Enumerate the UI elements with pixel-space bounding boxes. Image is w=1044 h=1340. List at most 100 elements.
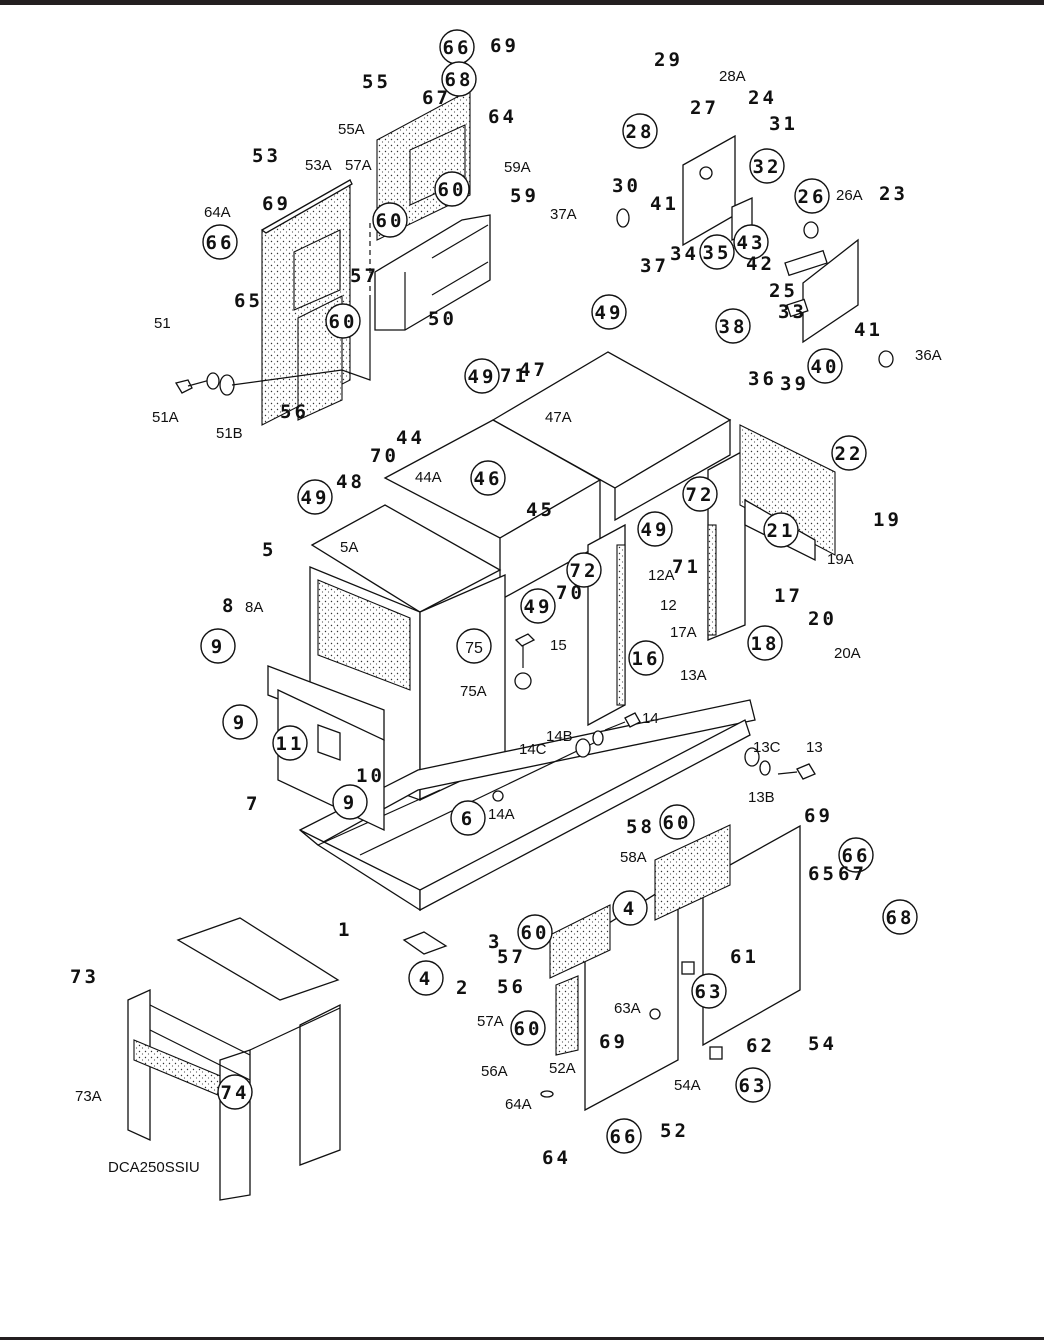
callout-label: 74 [221,1082,250,1104]
callout-label: 56 [280,401,309,423]
callout-47: 47 [519,359,548,381]
callout-label: 1 [338,919,352,941]
callout-60: 60 [510,1010,546,1046]
callout-circle [794,178,830,214]
plate-2 [402,931,448,955]
callout-label: 60 [376,210,405,232]
callout-47a: 47A [545,409,572,426]
callout-circle [749,148,785,184]
door-panel-53-edge [260,179,353,234]
callout-18: 18 [747,625,783,661]
callout-27: 27 [690,97,716,119]
callout-41: 41 [854,319,883,341]
callout-label: 63 [739,1075,768,1097]
washer-14B [592,730,604,746]
callout-55: 55 [362,71,388,93]
callout-11: 11 [272,725,308,761]
callout-31: 31 [769,113,795,135]
callout-69: 69 [490,35,516,57]
callout-label: 72 [570,560,599,582]
bolt-51 [174,379,193,394]
callout-19: 19 [873,509,899,531]
callout-label: 5A [340,539,358,556]
callout-circle [735,1067,771,1103]
callout-63: 63 [735,1067,771,1103]
callout-70: 70 [556,582,582,604]
box-58 [654,824,731,921]
callout-label: 33 [778,301,807,323]
callout-4: 4 [408,960,444,996]
callout-54: 54 [808,1033,834,1055]
box-57 [549,904,611,979]
callout-label: 60 [329,311,358,333]
control-box-50 [374,214,491,331]
callout-label: 7 [246,793,260,815]
callout-64: 64 [542,1147,568,1169]
callout-circle [441,61,477,97]
callout-68: 68 [441,61,477,97]
model-label: DCA250SSIU [108,1159,200,1176]
callout-label: 10 [356,765,385,787]
callout-label: 60 [514,1018,543,1040]
callout-54a: 54A [674,1077,701,1094]
callout-61: 61 [730,946,756,968]
callout-label: 60 [663,812,692,834]
grommet-37A [616,208,630,228]
callout-57a: 57A [477,1013,504,1030]
callout-label: 63A [614,1000,641,1017]
callout-label: 49 [468,366,497,388]
callout-55a: 55A [338,121,365,138]
callout-circle [882,899,918,935]
callout-circle [470,460,506,496]
callout-1: 1 [338,919,352,941]
callout-3: 3 [488,931,499,953]
washer-51A [206,372,220,390]
callout-13c: 13C [753,739,781,756]
callout-label: 70 [370,445,399,467]
callout-label: 29 [654,49,683,71]
callout-43: 43 [733,224,769,260]
callout-label: 20A [834,645,861,662]
washer-14C [575,738,591,758]
callout-label: 44A [415,469,442,486]
callout-label: 57A [345,157,372,174]
washer-75A [514,672,532,690]
callout-circle [222,704,258,740]
variant-right-panel [299,1003,341,1166]
callout-35: 35 [699,234,735,270]
callout-23: 23 [879,183,905,205]
callout-label: 73 [70,966,99,988]
callout-label: 65 [808,863,837,885]
callout-22: 22 [831,435,867,471]
callout-label: 19A [827,551,854,568]
callout-circle [715,308,751,344]
callout-60: 60 [659,804,695,840]
washer-13B [759,760,771,776]
callout-33: 33 [778,301,807,323]
callout-label: 47 [519,359,548,381]
callout-53a: 53A [305,157,332,174]
upper-left-door-assembly [174,89,491,426]
callout-circle [622,113,658,149]
callout-58a: 58A [620,849,647,866]
latch-61 [681,961,695,975]
callout-44: 44 [396,427,422,449]
callout-label: 41 [854,319,883,341]
callout-71: 71 [500,365,526,387]
callout-13: 13 [806,739,823,756]
callout-label: 49 [524,596,553,618]
callout-56a: 56A [481,1063,508,1080]
callout-circle [637,511,673,547]
callout-14: 14 [642,710,659,727]
callout-circle [408,960,444,996]
callout-69: 69 [804,805,830,827]
callout-57: 57 [350,265,376,287]
variant-top-plate [176,917,340,1001]
callout-label: 67 [422,87,451,109]
callout-label: 17A [670,624,697,641]
callout-label: 6 [461,808,475,830]
callout-label: 17 [774,585,803,607]
callout-12a: 12A [648,567,675,584]
callout-label: 39 [780,373,809,395]
